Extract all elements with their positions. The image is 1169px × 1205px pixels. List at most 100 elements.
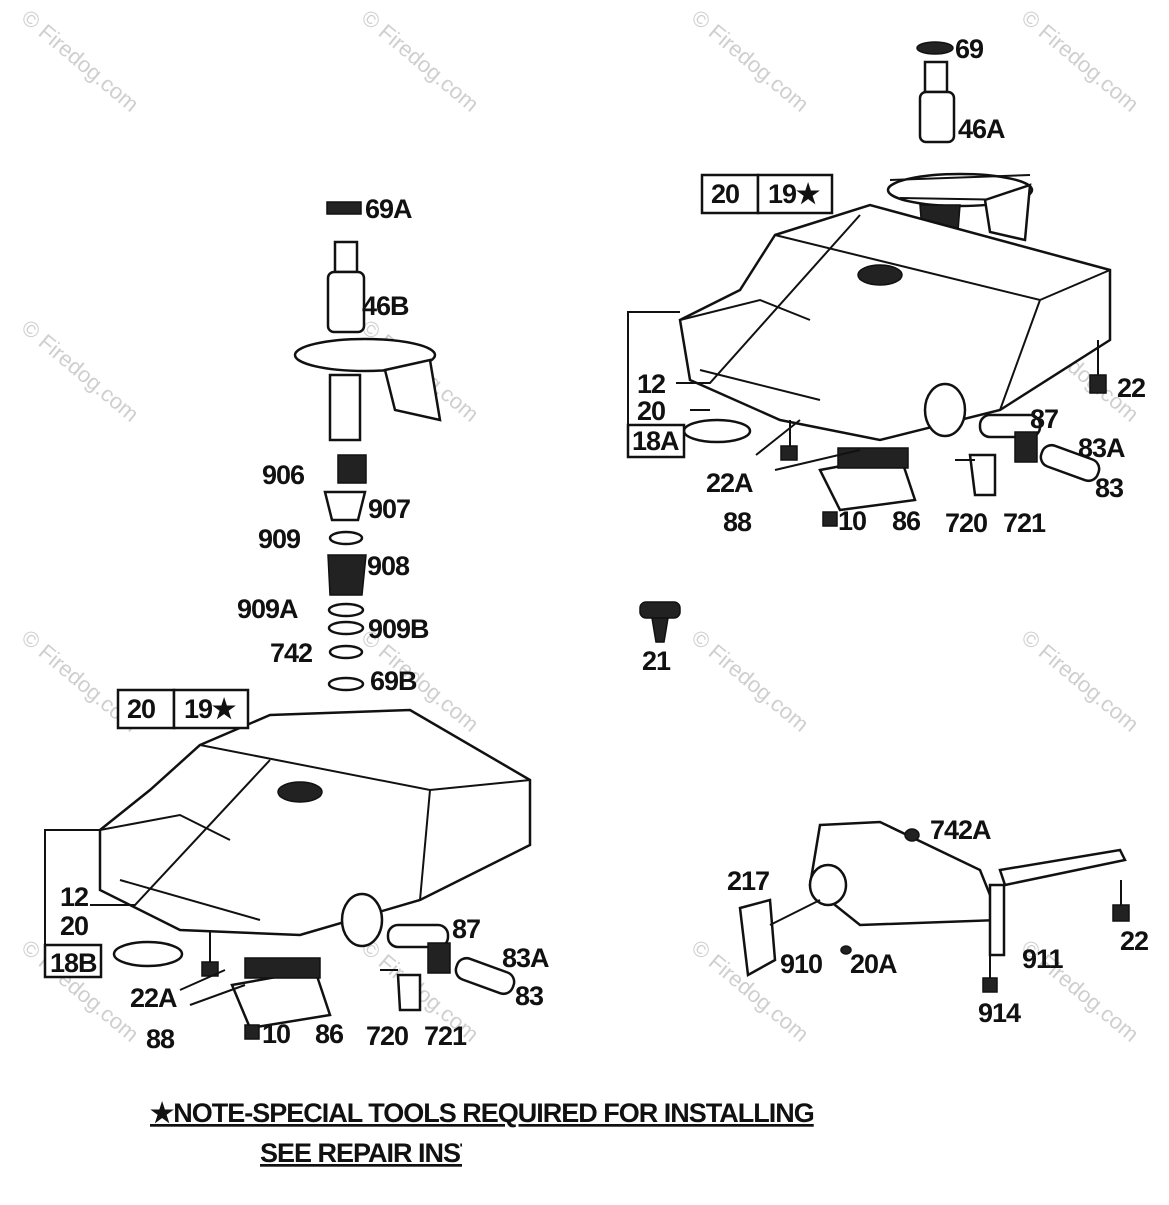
ring-742-icon [328,644,364,660]
sump-b-edges [199,744,531,901]
callout-20-upper: 20 [637,396,665,426]
leader-lines [627,214,861,471]
lower-sump-assembly [43,688,532,1040]
screw-22a-icon [780,445,798,461]
callout-911: 911 [1022,944,1064,974]
part-box-19 [756,173,834,215]
callout-83a-lower: 83A [502,943,549,973]
clip-20a-icon [840,945,852,955]
callout-22a-upper: 22A [706,468,753,498]
worm-908-icon [327,554,367,596]
seal-87-icon [923,382,967,438]
box-label-19-lower: 19★ [184,694,236,724]
callout-910: 910 [780,949,822,979]
callout-18a: 18A [632,426,679,456]
washer-909a-icon [327,602,365,618]
callout-10-lower: 10 [262,1019,290,1049]
note-line-1: ★NOTE-SPECIAL TOOLS REQUIRED FOR INSTALL… [150,1098,814,1128]
part-box-18b [43,943,103,979]
watermark: © Firedog.com [687,625,814,737]
callout-742: 742 [270,638,312,668]
washer-909b-icon [327,620,365,636]
callout-914: 914 [978,998,1021,1028]
bolt-914-icon [982,977,998,993]
sump-detail-lines [679,298,821,401]
clip-721-icon [968,453,997,497]
watermark: © Firedog.com [687,5,814,117]
box-label-20-lower: 20 [127,694,155,724]
clip-721b-icon [396,973,422,1012]
part-box-18a [626,423,686,459]
cam-shaft-46b-icon [333,240,359,274]
key-83ab-icon [427,942,451,974]
pto-shaft-b-icon [386,923,450,949]
callout-20a: 20A [850,949,897,979]
callout-721-upper: 721 [1003,508,1046,538]
watermark: © Firedog.com [1017,5,1144,117]
callout-909b: 909B [368,614,429,644]
cam-shaft-46a-icon [923,60,949,94]
lever-217-icon [738,898,777,977]
callout-908: 908 [367,551,410,581]
watermark: © Firedog.com [1017,625,1144,737]
watermark: © Firedog.com [357,5,484,117]
installation-note: ★NOTE-SPECIAL TOOLS REQUIRED FOR INSTALL… [150,1098,815,1178]
callout-909a: 909A [237,594,298,624]
seal-87b-icon [340,892,384,948]
shaft-lower-icon [328,373,362,442]
governor-46b-icon [383,358,442,422]
callout-721-lower: 721 [424,1021,467,1051]
leader-lines-b [44,759,271,1006]
shaft-boss-icon [808,863,848,907]
callout-720-upper: 720 [945,508,987,538]
screw-10-icon [822,511,838,527]
governor-weight-icon [983,183,1032,242]
callout-83a-upper: 83A [1078,433,1125,463]
screw-10b-icon [244,1024,260,1040]
washer-69-icon [916,41,954,55]
sump-edge-lines [774,234,1111,411]
screw-22-icon [1089,374,1107,394]
cup-907-icon [323,490,367,522]
watermark: © Firedog.com [17,315,144,427]
callout-22-lower: 22 [1120,926,1148,956]
callout-46b: 46B [362,291,409,321]
cam-shaft-46a-body-icon [918,90,956,144]
shaft-83-icon [1039,443,1101,483]
oil-seal-20b-icon [112,940,184,968]
callout-907: 907 [368,494,410,524]
governor-linkage-assembly [738,820,1130,993]
nut-906-icon [337,454,367,484]
callout-86-upper: 86 [892,506,921,536]
gasket-icon [837,447,909,469]
callout-88-upper: 88 [723,507,752,537]
callout-46a: 46A [958,114,1005,144]
key-83a-icon [1014,431,1038,463]
callout-217: 217 [727,866,769,896]
callout-10-upper: 10 [838,506,866,536]
cam-shaft-46b-body-icon [326,270,366,334]
oil-seal-20-icon [682,418,752,444]
box-label-19-upper: 19★ [768,179,820,209]
callout-742a: 742A [930,815,991,845]
callout-87-lower: 87 [452,914,480,944]
sump-b-detail [99,813,261,921]
callout-labels: 69 46A 69A 46B 906 907 909 908 909A 909B… [50,34,1149,1054]
arm-911-icon [998,848,1127,887]
callout-86-lower: 86 [315,1019,344,1049]
gasket-b-icon [244,957,321,979]
note-obscured-region [462,1140,712,1178]
washer-909-icon [328,530,364,546]
part-box-20 [700,173,760,215]
callout-22-upper: 22 [1117,373,1145,403]
callout-20-lower: 20 [60,911,88,941]
callout-909: 909 [258,524,301,554]
callout-83-upper: 83 [1095,473,1124,503]
callout-87-upper: 87 [1030,404,1058,434]
arm-911-down-icon [988,883,1006,957]
sump-body-icon [678,203,1112,442]
callout-69: 69 [955,34,984,64]
pin-742a-icon [904,828,920,842]
